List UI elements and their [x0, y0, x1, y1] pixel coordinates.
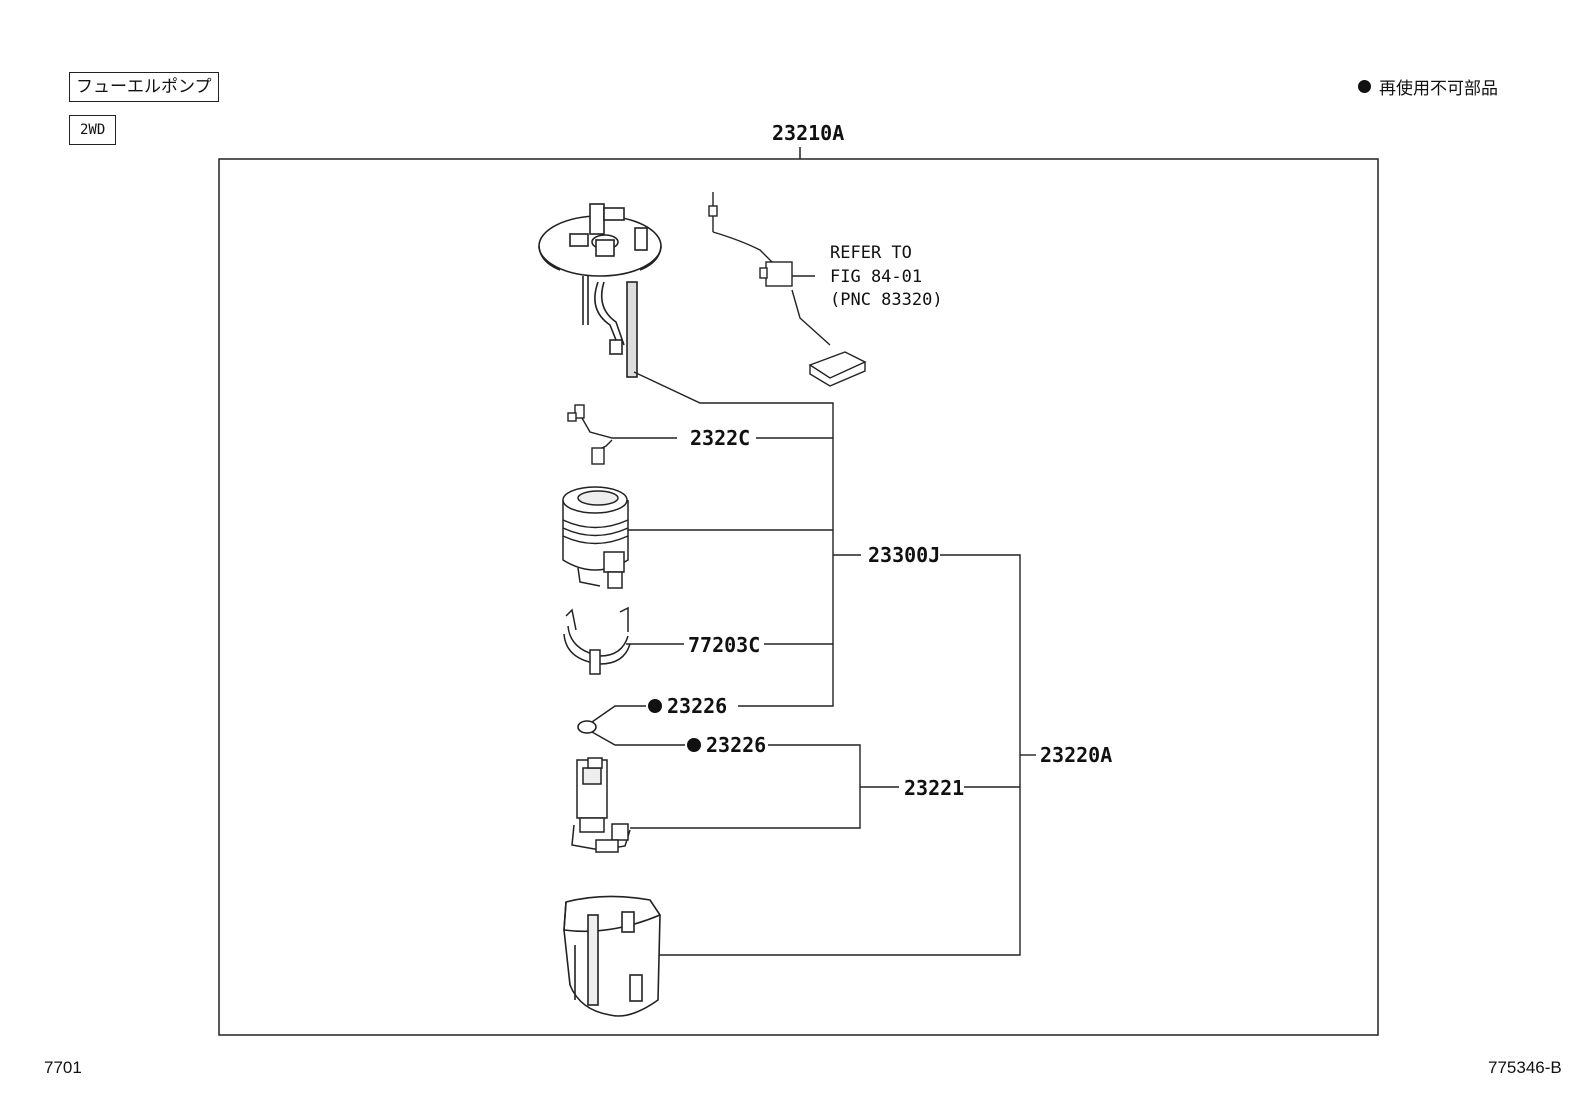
sender-note-line3: (PNC 83320): [830, 290, 943, 310]
part-2322C[interactable]: 2322C: [690, 426, 750, 450]
part-77203C[interactable]: 77203C: [688, 633, 760, 657]
filter-clip-drawing[interactable]: [563, 606, 631, 675]
non-reusable-dot-icon: [648, 699, 662, 713]
title-tag: フューエルポンプ: [69, 72, 219, 102]
part-23220A[interactable]: 23220A: [1040, 743, 1112, 767]
sender-note-line2: FIG 84-01: [830, 267, 922, 287]
part-23226-upper[interactable]: 23226: [667, 694, 727, 718]
legend: 再使用不可部品: [1358, 74, 1498, 99]
non-reusable-dot-icon: [687, 738, 701, 752]
fuel-filter-drawing[interactable]: [562, 486, 629, 589]
non-reusable-dot-icon: [1358, 80, 1371, 93]
sender-note-line1: REFER TO: [830, 243, 912, 263]
gasket-drawing[interactable]: [577, 720, 597, 734]
footer-left-code: 7701: [44, 1058, 82, 1077]
legend-text: 再使用不可部品: [1379, 79, 1498, 99]
part-23226-lower[interactable]: 23226: [706, 733, 766, 757]
footer-right-code: 775346-B: [1488, 1058, 1562, 1077]
fuel-pump-drawing[interactable]: [571, 757, 631, 853]
pump-flange-drawing[interactable]: [538, 203, 662, 378]
assembly-frame: [218, 158, 1379, 1036]
main-part-number[interactable]: 23210A: [772, 121, 844, 145]
part-23221[interactable]: 23221: [904, 776, 964, 800]
leader-lines: [591, 371, 1036, 956]
variant-tag: 2WD: [69, 115, 117, 145]
sender-gauge-drawing[interactable]: [708, 192, 867, 387]
part-23300J[interactable]: 23300J: [868, 543, 940, 567]
wire-harness-drawing[interactable]: [567, 404, 616, 465]
reservoir-cup-drawing[interactable]: [563, 895, 661, 1017]
